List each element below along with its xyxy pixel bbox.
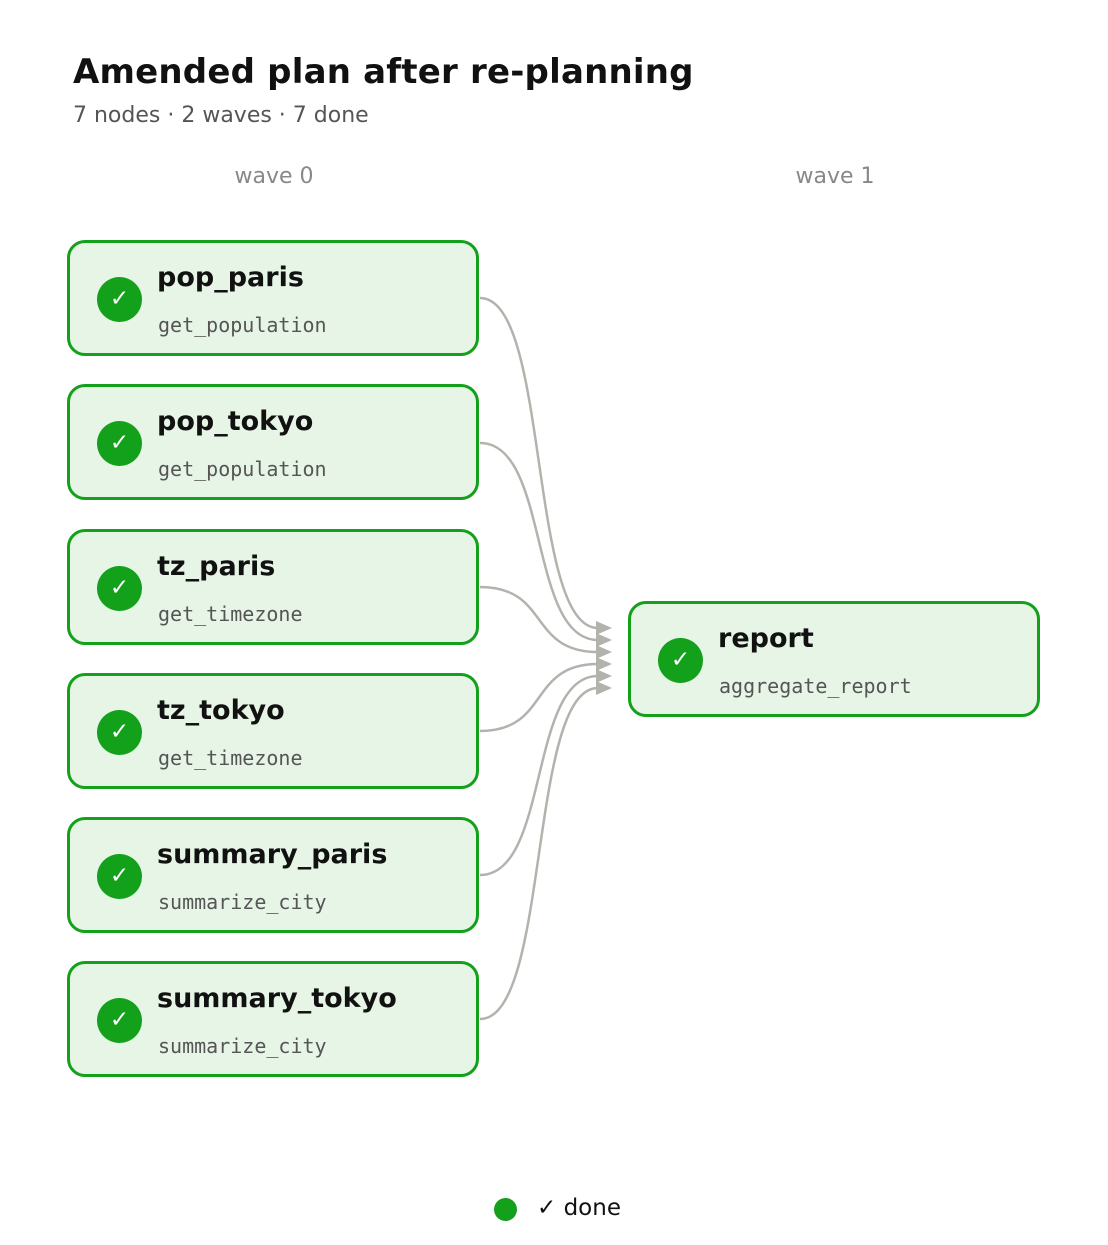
node-tool: summarize_city <box>158 890 327 914</box>
edge-tz_paris-to-report <box>479 585 599 654</box>
done-check-icon: ✓ <box>658 638 703 683</box>
edge-summary_paris-to-report <box>479 674 599 877</box>
edge-arrowhead-icon <box>596 657 612 671</box>
legend-done-label: ✓ done <box>537 1195 621 1221</box>
edge-pop_paris-to-report <box>479 296 599 630</box>
node-pop-paris[interactable]: ✓ pop_paris get_population <box>67 240 479 356</box>
done-check-icon: ✓ <box>97 854 142 899</box>
node-name: tz_tokyo <box>157 695 285 726</box>
node-report[interactable]: ✓ report aggregate_report <box>628 601 1040 717</box>
node-tz-tokyo[interactable]: ✓ tz_tokyo get_timezone <box>67 673 479 789</box>
edge-arrowhead-icon <box>596 669 612 683</box>
node-name: tz_paris <box>157 551 276 582</box>
diagram-title: Amended plan after re-planning <box>73 52 694 92</box>
node-name: summary_paris <box>157 839 388 870</box>
node-tool: get_timezone <box>158 746 303 770</box>
done-check-icon: ✓ <box>97 998 142 1043</box>
edge-arrowhead-icon <box>596 681 612 695</box>
node-tool: get_timezone <box>158 602 303 626</box>
done-check-icon: ✓ <box>97 566 142 611</box>
node-tool: summarize_city <box>158 1034 327 1058</box>
wave-0-label: wave 0 <box>234 164 314 189</box>
node-name: report <box>718 623 814 654</box>
node-summary-paris[interactable]: ✓ summary_paris summarize_city <box>67 817 479 933</box>
edge-arrowhead-icon <box>596 645 612 659</box>
edge-summary_tokyo-to-report <box>479 686 599 1021</box>
node-name: pop_tokyo <box>157 406 314 437</box>
done-check-icon: ✓ <box>97 421 142 466</box>
diagram-subtitle: 7 nodes · 2 waves · 7 done <box>73 103 369 128</box>
node-tool: get_population <box>158 313 327 337</box>
edge-arrowhead-icon <box>596 621 612 635</box>
node-summary-tokyo[interactable]: ✓ summary_tokyo summarize_city <box>67 961 479 1077</box>
node-name: summary_tokyo <box>157 983 397 1014</box>
node-pop-tokyo[interactable]: ✓ pop_tokyo get_population <box>67 384 479 500</box>
node-tz-paris[interactable]: ✓ tz_paris get_timezone <box>67 529 479 645</box>
legend-done-swatch <box>494 1198 517 1221</box>
edge-pop_tokyo-to-report <box>479 441 599 642</box>
wave-1-label: wave 1 <box>795 164 875 189</box>
done-check-icon: ✓ <box>97 710 142 755</box>
done-check-icon: ✓ <box>97 277 142 322</box>
node-name: pop_paris <box>157 262 304 293</box>
node-tool: aggregate_report <box>719 674 912 698</box>
edge-arrowhead-icon <box>596 633 612 647</box>
node-tool: get_population <box>158 457 327 481</box>
edge-tz_tokyo-to-report <box>479 662 599 733</box>
